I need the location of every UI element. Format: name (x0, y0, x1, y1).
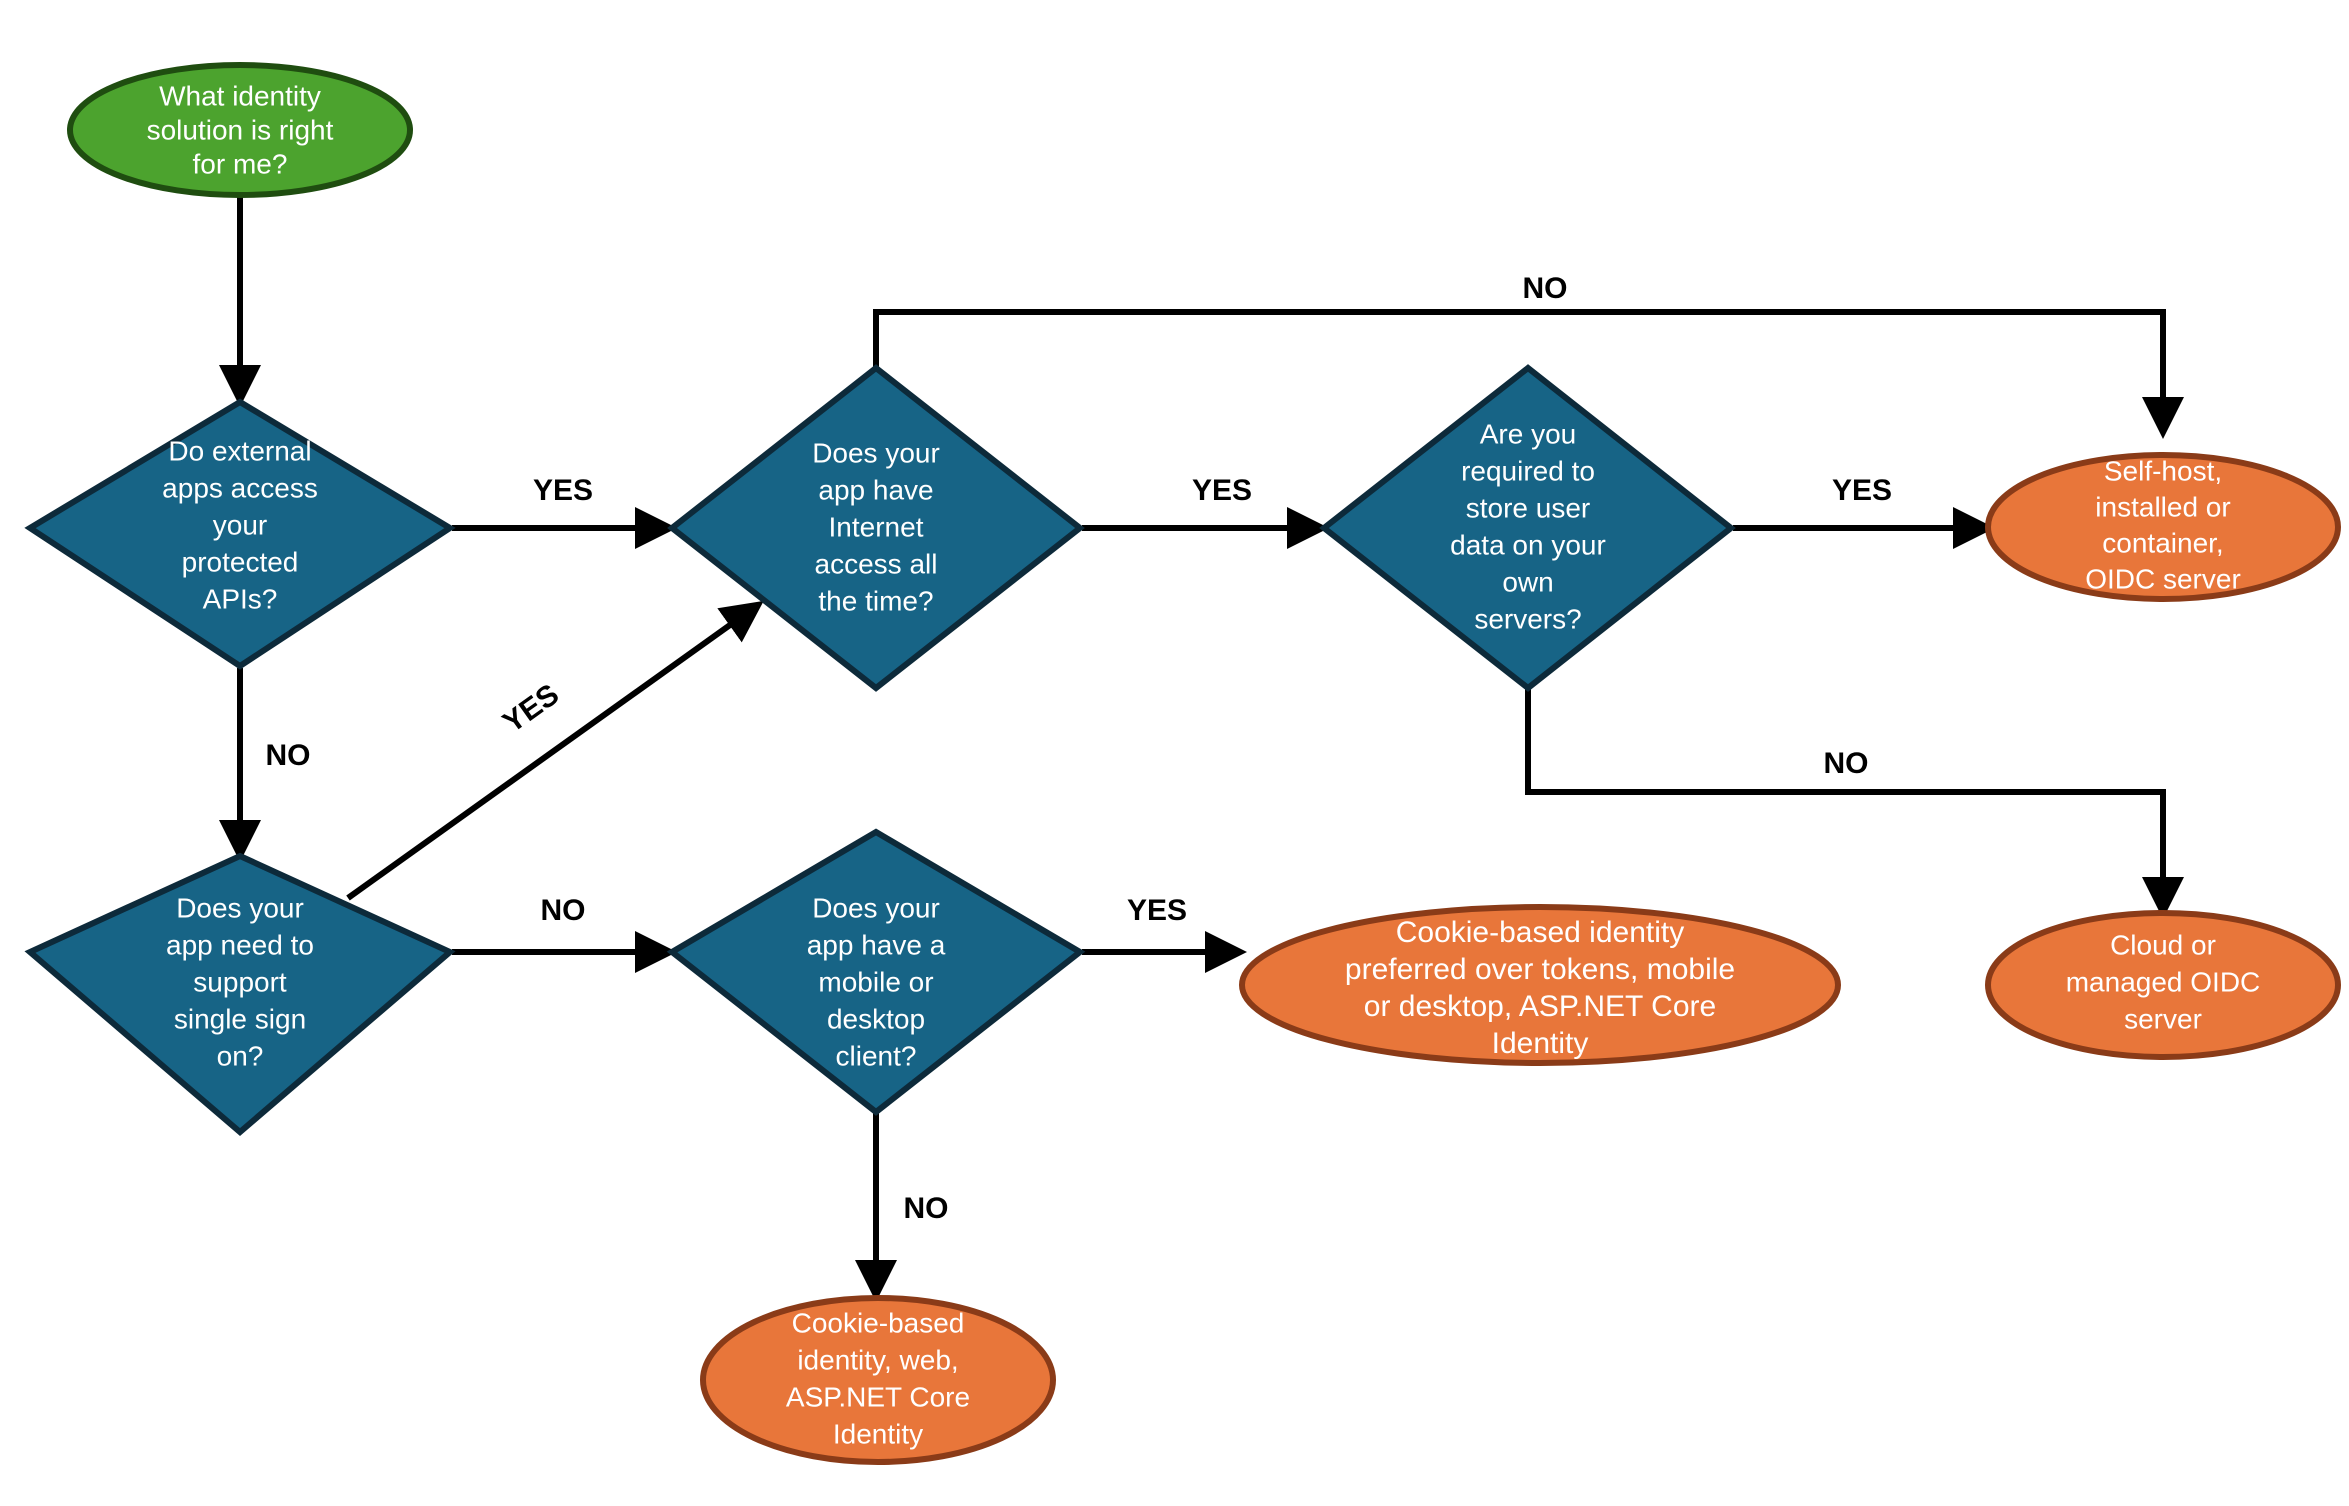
edge-label-internet-access-no: NO (1523, 272, 1568, 305)
internet-access-line-2: app have (818, 474, 933, 505)
mobile-desktop-client-line-2: app have a (807, 929, 946, 960)
cloud-managed-oidc-node-shape[interactable] (1985, 910, 2341, 1060)
external-apis-line-3: your (213, 509, 267, 540)
internet-access-line-5: the time? (818, 585, 933, 616)
node-internet-access[interactable]: Does your app have Internet access all t… (667, 364, 1085, 692)
node-mobile-desktop-client[interactable]: Does your app have a mobile or desktop c… (666, 828, 1086, 1116)
edge-external-apis-no: NO (219, 668, 311, 862)
internet-access-node-shape[interactable] (667, 364, 1085, 692)
cookie-identity-web-line-1: Cookie-based (792, 1307, 965, 1338)
single-sign-on-line-3: support (193, 966, 287, 997)
edge-label-external-apis-yes: YES (533, 474, 593, 507)
internet-access-line-4: access all (815, 548, 938, 579)
node-external-apis[interactable]: Do external apps access your protected A… (24, 398, 456, 670)
self-host-oidc-node-shape[interactable] (1985, 452, 2341, 602)
edge-label-single-sign-on-no: NO (541, 894, 586, 927)
edge-single-sign-on-yes: YES (346, 600, 764, 901)
edge-label-external-apis-no: NO (266, 739, 311, 772)
node-self-host-oidc[interactable]: Self-host, installed or container, OIDC … (1985, 452, 2341, 602)
edge-mobile-desktop-yes: YES (1082, 894, 1247, 973)
self-host-oidc-line-2: installed or (2095, 491, 2230, 522)
edge-external-apis-yes: YES (452, 474, 677, 549)
external-apis-line-5: APIs? (203, 583, 278, 614)
edge-internet-access-yes: YES (1082, 474, 1329, 549)
store-user-data-line-2: required to (1461, 455, 1595, 486)
external-apis-node-shape[interactable] (24, 398, 456, 670)
node-cloud-managed-oidc[interactable]: Cloud or managed OIDC server (1985, 910, 2341, 1060)
self-host-oidc-line-3: container, (2102, 527, 2223, 558)
cookie-identity-web-line-4: Identity (833, 1418, 923, 1449)
start-node-line-3: for me? (193, 148, 288, 179)
node-cookie-identity-web[interactable]: Cookie-based identity, web, ASP.NET Core… (700, 1295, 1056, 1465)
internet-access-line-1: Does your (812, 437, 940, 468)
store-user-data-line-6: servers? (1474, 603, 1581, 634)
cookie-identity-mobile-line-2: preferred over tokens, mobile (1345, 953, 1735, 986)
cloud-managed-oidc-line-2: managed OIDC (2066, 966, 2261, 997)
mobile-desktop-client-line-4: desktop (827, 1003, 925, 1034)
mobile-desktop-client-line-1: Does your (812, 892, 940, 923)
edge-label-store-user-data-no: NO (1824, 747, 1869, 780)
store-user-data-line-1: Are you (1480, 418, 1577, 449)
edge-single-sign-on-no: NO (452, 894, 677, 973)
mobile-desktop-client-node-shape[interactable] (666, 828, 1086, 1116)
single-sign-on-line-4: single sign (174, 1003, 306, 1034)
edge-layer: internet access --> YES single sign on -… (219, 196, 2184, 1302)
single-sign-on-line-1: Does your (176, 892, 304, 923)
start-node-shape[interactable] (67, 62, 413, 198)
store-user-data-line-5: own (1502, 566, 1553, 597)
single-sign-on-line-5: on? (217, 1040, 264, 1071)
internet-access-line-3: Internet (829, 511, 924, 542)
cookie-identity-mobile-line-3: or desktop, ASP.NET Core (1364, 990, 1716, 1023)
node-single-sign-on[interactable]: Does your app need to support single sig… (24, 852, 456, 1136)
mobile-desktop-client-line-5: client? (836, 1040, 917, 1071)
cookie-identity-mobile-line-4: Identity (1492, 1027, 1589, 1060)
edge-label-mobile-desktop-yes: YES (1127, 894, 1187, 927)
node-store-user-data[interactable]: Are you required to store user data on y… (1319, 364, 1736, 692)
cookie-identity-mobile-node-shape[interactable] (1239, 904, 1841, 1066)
single-sign-on-line-2: app need to (166, 929, 314, 960)
node-cookie-identity-mobile[interactable]: Cookie-based identity preferred over tok… (1239, 904, 1841, 1066)
edge-label-store-user-data-yes: YES (1832, 474, 1892, 507)
single-sign-on-node-shape[interactable] (24, 852, 456, 1136)
external-apis-line-4: protected (182, 546, 299, 577)
edge-label-mobile-desktop-no: NO (904, 1192, 949, 1225)
start-node-line-2: solution is right (147, 114, 334, 145)
self-host-oidc-line-1: Self-host, (2104, 455, 2222, 486)
mobile-desktop-client-line-3: mobile or (818, 966, 933, 997)
cookie-identity-web-node-shape[interactable] (700, 1295, 1056, 1465)
self-host-oidc-line-4: OIDC server (2085, 563, 2241, 594)
cloud-managed-oidc-line-3: server (2124, 1003, 2202, 1034)
node-layer: What identity solution is right for me? … (24, 62, 2341, 1465)
external-apis-line-1: Do external (168, 435, 311, 466)
edge-store-user-data-yes: YES (1733, 474, 1995, 549)
cookie-identity-mobile-line-1: Cookie-based identity (1396, 916, 1685, 949)
edge-store-user-data-no: NO (1525, 688, 2184, 919)
edge-mobile-desktop-no: NO (855, 1112, 949, 1302)
edge-label-single-sign-on-yes: YES (497, 678, 565, 740)
cookie-identity-web-line-3: ASP.NET Core (786, 1381, 970, 1412)
node-start[interactable]: What identity solution is right for me? (67, 62, 413, 198)
start-node-line-1: What identity (159, 80, 321, 111)
store-user-data-node-shape[interactable] (1319, 364, 1736, 692)
edge-label-internet-access-yes: YES (1192, 474, 1252, 507)
store-user-data-line-3: store user (1466, 492, 1591, 523)
external-apis-line-2: apps access (162, 472, 318, 503)
store-user-data-line-4: data on your (1450, 529, 1606, 560)
cookie-identity-web-line-2: identity, web, (797, 1344, 958, 1375)
edge-internet-access-no: NO (873, 272, 2184, 439)
cloud-managed-oidc-line-1: Cloud or (2110, 929, 2216, 960)
